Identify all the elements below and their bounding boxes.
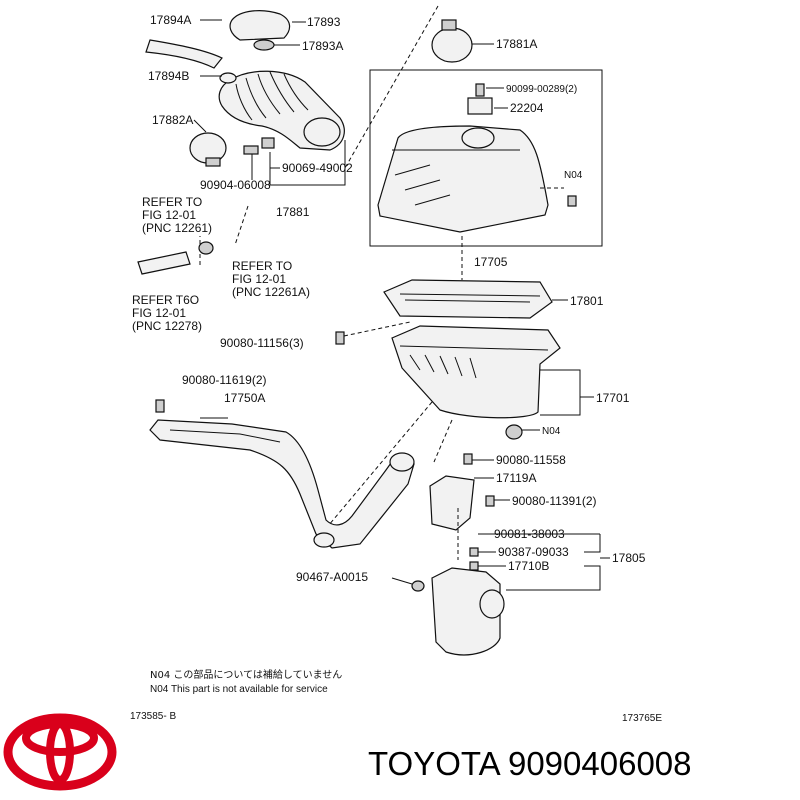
ref-1-line-2: FIG 12-01	[142, 208, 196, 222]
ref-3-line-1: REFER T6O	[132, 293, 199, 307]
ref-2-line-2: FIG 12-01	[232, 272, 286, 286]
label-17805: 17805	[612, 551, 646, 565]
label-N04-a: N04	[564, 170, 583, 181]
ref-2-line-1: REFER TO	[232, 259, 292, 273]
label-17705: 17705	[474, 255, 508, 269]
label-17881: 17881	[276, 205, 310, 219]
ref-2-line-3: (PNC 12261A)	[232, 285, 310, 299]
label-22204: 22204	[510, 101, 544, 115]
clamp-17881A	[431, 27, 473, 63]
ref-1-line-1: REFER TO	[142, 195, 202, 209]
toyota-logo	[3, 713, 117, 791]
bolt-90080-11391	[485, 495, 495, 507]
bolt-90080-11558	[463, 453, 473, 465]
label-17710B: 17710B	[508, 559, 549, 573]
hose-stub	[137, 251, 191, 275]
hose-17894A	[145, 39, 223, 69]
filter-element-17801	[383, 279, 553, 319]
label-17701: 17701	[596, 391, 630, 405]
label-90069: 90069-49002	[282, 161, 353, 175]
air-cleaner-case-17701	[391, 325, 561, 419]
ref-1-line-3: (PNC 12261)	[142, 221, 212, 235]
ref-3-line-2: FIG 12-01	[132, 306, 186, 320]
label-90080-11619: 90080-11619(2)	[182, 373, 267, 387]
label-90081: 90081-38003	[494, 527, 565, 541]
label-90080-11156: 90080-11156(3)	[220, 336, 304, 350]
sensor-22204	[467, 97, 493, 115]
cleaner-cap-17705	[377, 125, 549, 233]
label-90387: 90387-09033	[498, 545, 569, 559]
label-17881A: 17881A	[496, 37, 537, 51]
label-17894B: 17894B	[148, 69, 189, 83]
clip-90904	[243, 145, 259, 155]
label-17750A: 17750A	[224, 391, 265, 405]
bolt-90080-11156	[335, 331, 345, 345]
bolt-90080-11619	[155, 399, 165, 413]
grommet-17893A	[253, 39, 275, 51]
label-17893A: 17893A	[302, 39, 343, 53]
label-N04-b: N04	[542, 426, 561, 437]
label-90080-11391: 90080-11391(2)	[512, 494, 597, 508]
clip-90069	[261, 137, 275, 149]
bolt-N04	[567, 195, 577, 207]
label-90080-11558: 90080-11558	[496, 453, 566, 467]
assembly-box-17705	[369, 69, 603, 247]
note-en: N04 This part is not available for servi…	[150, 684, 328, 695]
label-90904: 90904-06008	[200, 178, 271, 192]
label-17801: 17801	[570, 294, 604, 308]
note-jp: N04 この部品については補給していません	[150, 668, 342, 681]
label-17882A: 17882A	[152, 113, 193, 127]
code-left: 173585- B	[130, 711, 176, 722]
brand-part-number: TOYOTA 9090406008	[368, 745, 692, 782]
label-17119A: 17119A	[496, 471, 536, 485]
label-17894A: 17894A	[150, 13, 191, 27]
label-90099: 90099-00289(2)	[506, 84, 577, 95]
inlet-duct-17750A	[149, 419, 415, 549]
resonator-17805	[431, 567, 501, 656]
code-right: 173765E	[622, 713, 662, 724]
ref-3-line-3: (PNC 12278)	[132, 319, 202, 333]
bracket-17119A	[429, 475, 475, 531]
label-90467: 90467-A0015	[296, 570, 368, 584]
label-17893: 17893	[307, 15, 341, 29]
cap-17893	[229, 10, 291, 41]
